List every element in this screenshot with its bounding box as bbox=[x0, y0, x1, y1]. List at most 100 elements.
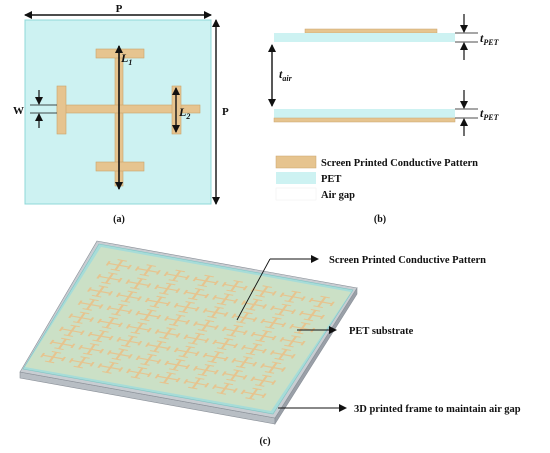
pattern-segment bbox=[262, 285, 273, 288]
pattern-segment bbox=[87, 287, 92, 292]
pattern-segment bbox=[117, 259, 128, 262]
pattern-segment bbox=[156, 375, 179, 381]
pattern-segment bbox=[166, 346, 172, 351]
pattern-segment bbox=[284, 344, 294, 348]
pattern-segment bbox=[116, 337, 122, 342]
pattern-segment bbox=[82, 352, 93, 356]
pattern-segment bbox=[261, 320, 285, 326]
pattern-segment bbox=[175, 288, 181, 293]
pattern-unit-cell bbox=[49, 337, 76, 350]
pattern-segment bbox=[313, 305, 324, 308]
pattern-segment bbox=[194, 288, 205, 291]
top-pet-layer bbox=[274, 33, 455, 42]
pattern-segment bbox=[255, 339, 265, 343]
width-label: W bbox=[13, 105, 24, 117]
pattern-segment bbox=[127, 290, 138, 294]
pattern-segment bbox=[127, 370, 151, 376]
pattern-segment bbox=[271, 351, 295, 357]
pattern-segment bbox=[70, 324, 81, 328]
pattern-unit-cell bbox=[125, 322, 152, 335]
pattern-segment bbox=[233, 298, 239, 304]
pattern-segment bbox=[118, 338, 141, 344]
pattern-segment bbox=[281, 322, 287, 328]
pattern-segment bbox=[126, 368, 131, 374]
pattern-segment bbox=[187, 297, 198, 301]
pattern-segment bbox=[185, 319, 191, 325]
pattern-unit-cell bbox=[115, 290, 142, 303]
pattern-segment bbox=[144, 297, 150, 303]
pattern-segment bbox=[226, 289, 237, 293]
pattern-segment bbox=[213, 296, 237, 302]
pattern-segment bbox=[107, 262, 131, 268]
pattern-unit-cell bbox=[308, 295, 335, 308]
pattern-unit-cell bbox=[192, 274, 219, 287]
pattern-segment bbox=[192, 276, 198, 282]
pattern-segment bbox=[99, 330, 109, 333]
pattern-segment bbox=[213, 280, 219, 286]
pattern-segment bbox=[120, 344, 131, 348]
pattern-unit-cell bbox=[240, 343, 267, 356]
pattern-segment bbox=[271, 380, 277, 385]
period-right-label: P bbox=[222, 106, 229, 118]
pattern-segment bbox=[166, 327, 176, 330]
pattern-segment bbox=[73, 365, 84, 369]
pattern-segment bbox=[127, 309, 133, 314]
pattern-segment bbox=[117, 303, 128, 307]
pattern-segment bbox=[137, 322, 148, 325]
pattern-segment bbox=[89, 361, 95, 367]
pattern-segment bbox=[274, 313, 285, 316]
pattern-segment bbox=[106, 350, 112, 355]
pattern-segment bbox=[89, 317, 95, 322]
pattern-segment bbox=[223, 337, 234, 341]
pattern-unit-cell bbox=[173, 301, 200, 314]
pattern-segment bbox=[108, 307, 131, 313]
pattern-segment bbox=[135, 310, 141, 316]
pattern-segment bbox=[197, 373, 208, 377]
pattern-segment bbox=[146, 327, 152, 333]
pattern-segment bbox=[281, 338, 304, 344]
pattern-segment bbox=[184, 291, 208, 297]
pattern-segment bbox=[98, 304, 104, 309]
pattern-unit-cell bbox=[250, 330, 277, 343]
pattern-segment bbox=[204, 364, 215, 367]
pattern-segment bbox=[194, 278, 218, 284]
pattern-segment bbox=[98, 320, 122, 326]
pattern-segment bbox=[89, 298, 99, 302]
pattern-segment bbox=[223, 356, 229, 362]
pattern-segment bbox=[136, 277, 147, 281]
pattern-segment bbox=[260, 363, 266, 368]
pattern-segment bbox=[155, 286, 179, 292]
legend-label-pet: PET bbox=[321, 174, 341, 185]
panel-c: Screen Printed Conductive Pattern PET su… bbox=[19, 240, 521, 447]
pattern-segment bbox=[245, 308, 256, 311]
pattern-unit-cell bbox=[58, 324, 85, 337]
pattern-segment bbox=[156, 340, 167, 344]
pattern-unit-cell bbox=[126, 366, 152, 379]
pattern-segment bbox=[250, 376, 256, 382]
pattern-segment bbox=[117, 277, 123, 283]
pattern-segment bbox=[303, 318, 314, 322]
pattern-unit-cell bbox=[183, 377, 210, 390]
pattern-segment bbox=[262, 304, 268, 309]
pattern-segment bbox=[284, 300, 295, 303]
pattern-segment bbox=[192, 321, 198, 326]
pattern-unit-cell bbox=[221, 369, 248, 382]
pattern-segment bbox=[310, 299, 333, 305]
pattern-segment bbox=[211, 384, 217, 389]
pattern-segment bbox=[250, 331, 256, 337]
pattern-segment bbox=[79, 330, 85, 335]
pattern-segment bbox=[110, 268, 121, 272]
pattern-segment bbox=[108, 361, 119, 365]
pattern-segment bbox=[92, 339, 102, 343]
pattern-segment bbox=[194, 323, 218, 329]
pattern-segment bbox=[136, 267, 160, 273]
pattern-segment bbox=[242, 356, 253, 359]
pattern-segment bbox=[280, 367, 287, 372]
pattern-segment bbox=[130, 376, 141, 379]
pattern-unit-cell bbox=[240, 387, 267, 400]
pattern-segment bbox=[185, 345, 196, 349]
pattern-segment bbox=[108, 316, 119, 320]
pattern-segment bbox=[197, 284, 208, 287]
pattern-unit-cell bbox=[231, 356, 258, 369]
pattern-segment bbox=[269, 305, 275, 311]
